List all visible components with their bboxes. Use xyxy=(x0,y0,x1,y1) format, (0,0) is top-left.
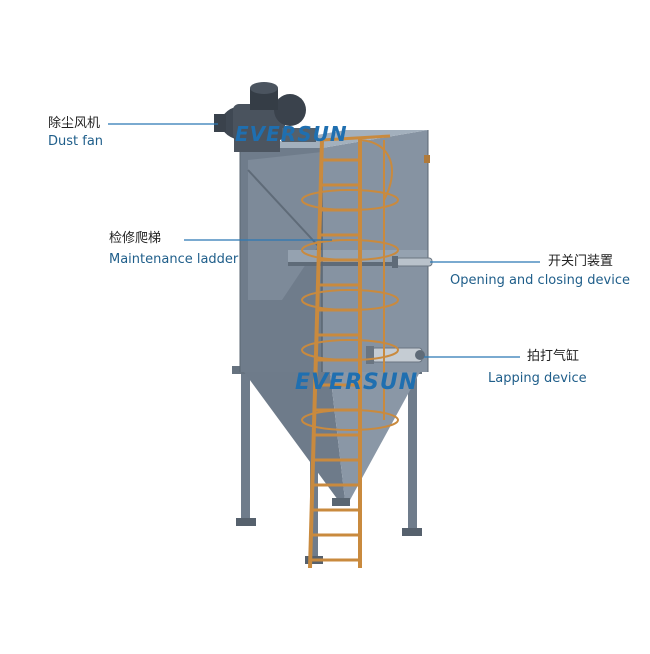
maintenance-ladder-label-en: Maintenance ladder xyxy=(109,253,238,266)
brand-logo-top: EVERSUN xyxy=(235,124,348,144)
lapping-cylinder xyxy=(366,346,425,364)
opening-closing-cylinder xyxy=(392,256,432,268)
lapping-device-label-cn: 拍打气缸 xyxy=(527,350,579,363)
dust-fan-label-en: Dust fan xyxy=(48,135,103,148)
maintenance-ladder-label-cn: 检修爬梯 xyxy=(109,232,161,245)
dust-fan-label-cn: 除尘风机 xyxy=(48,117,100,130)
opening-closing-label-cn: 开关门装置 xyxy=(548,255,613,268)
lapping-device-label-en: Lapping device xyxy=(488,372,587,385)
opening-closing-label-en: Opening and closing device xyxy=(450,274,630,287)
brand-logo-bottom: EVERSUN xyxy=(295,372,418,394)
